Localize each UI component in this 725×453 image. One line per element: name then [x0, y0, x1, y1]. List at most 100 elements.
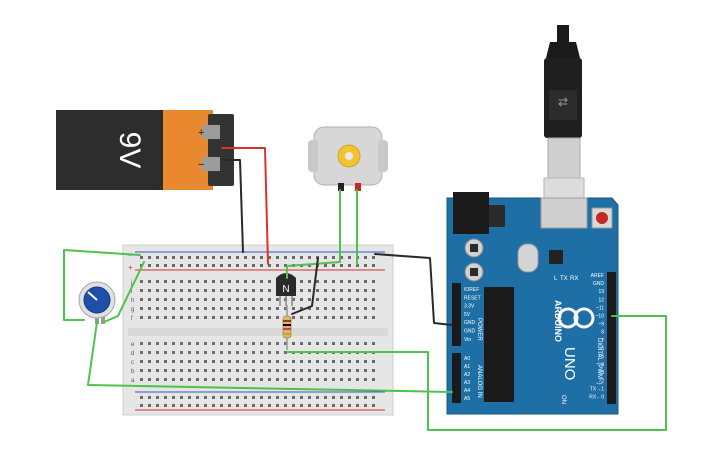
breadboard-hole[interactable]: [172, 369, 175, 372]
breadboard-hole[interactable]: [156, 396, 159, 399]
breadboard-hole[interactable]: [140, 378, 143, 381]
breadboard-hole[interactable]: [236, 351, 239, 354]
breadboard-hole[interactable]: [364, 256, 367, 259]
breadboard-hole[interactable]: [276, 256, 279, 259]
breadboard-hole[interactable]: [300, 307, 303, 310]
breadboard-hole[interactable]: [156, 351, 159, 354]
breadboard-hole[interactable]: [292, 307, 295, 310]
breadboard-hole[interactable]: [268, 360, 271, 363]
breadboard-hole[interactable]: [148, 351, 151, 354]
breadboard-hole[interactable]: [196, 316, 199, 319]
breadboard-hole[interactable]: [188, 280, 191, 283]
breadboard-hole[interactable]: [356, 298, 359, 301]
breadboard-hole[interactable]: [324, 256, 327, 259]
breadboard-hole[interactable]: [244, 360, 247, 363]
breadboard-hole[interactable]: [156, 289, 159, 292]
breadboard-hole[interactable]: [180, 316, 183, 319]
breadboard-hole[interactable]: [340, 264, 343, 267]
breadboard-hole[interactable]: [372, 369, 375, 372]
breadboard-hole[interactable]: [332, 369, 335, 372]
breadboard-hole[interactable]: [356, 264, 359, 267]
breadboard-hole[interactable]: [268, 256, 271, 259]
breadboard-hole[interactable]: [340, 280, 343, 283]
breadboard-hole[interactable]: [252, 280, 255, 283]
breadboard-hole[interactable]: [316, 369, 319, 372]
breadboard-hole[interactable]: [140, 280, 143, 283]
breadboard-hole[interactable]: [324, 280, 327, 283]
breadboard-hole[interactable]: [180, 280, 183, 283]
breadboard-hole[interactable]: [260, 378, 263, 381]
breadboard-hole[interactable]: [188, 264, 191, 267]
breadboard-hole[interactable]: [236, 360, 239, 363]
breadboard-hole[interactable]: [268, 378, 271, 381]
breadboard-hole[interactable]: [260, 298, 263, 301]
breadboard-hole[interactable]: [332, 256, 335, 259]
breadboard-hole[interactable]: [220, 307, 223, 310]
breadboard-hole[interactable]: [188, 378, 191, 381]
breadboard-hole[interactable]: [172, 342, 175, 345]
breadboard-hole[interactable]: [212, 256, 215, 259]
breadboard-hole[interactable]: [252, 298, 255, 301]
breadboard-hole[interactable]: [228, 280, 231, 283]
breadboard-hole[interactable]: [148, 404, 151, 407]
breadboard-hole[interactable]: [236, 307, 239, 310]
breadboard-hole[interactable]: [164, 298, 167, 301]
breadboard-hole[interactable]: [300, 342, 303, 345]
breadboard-hole[interactable]: [372, 256, 375, 259]
breadboard-hole[interactable]: [164, 289, 167, 292]
breadboard-hole[interactable]: [172, 307, 175, 310]
breadboard-hole[interactable]: [340, 369, 343, 372]
wire-pot-right[interactable]: [103, 261, 145, 323]
breadboard-hole[interactable]: [348, 316, 351, 319]
wire-resistor-to-pin10[interactable]: [286, 315, 667, 431]
breadboard-hole[interactable]: [236, 298, 239, 301]
breadboard-hole[interactable]: [244, 264, 247, 267]
breadboard-hole[interactable]: [300, 289, 303, 292]
breadboard-hole[interactable]: [252, 396, 255, 399]
breadboard-hole[interactable]: [260, 369, 263, 372]
breadboard-hole[interactable]: [268, 369, 271, 372]
breadboard-hole[interactable]: [340, 316, 343, 319]
breadboard-hole[interactable]: [236, 404, 239, 407]
breadboard-hole[interactable]: [212, 378, 215, 381]
breadboard-hole[interactable]: [300, 360, 303, 363]
breadboard-hole[interactable]: [204, 264, 207, 267]
breadboard-hole[interactable]: [260, 316, 263, 319]
breadboard-hole[interactable]: [308, 280, 311, 283]
breadboard-hole[interactable]: [348, 264, 351, 267]
breadboard-hole[interactable]: [252, 351, 255, 354]
breadboard-hole[interactable]: [292, 316, 295, 319]
breadboard-hole[interactable]: [244, 396, 247, 399]
breadboard-hole[interactable]: [156, 378, 159, 381]
breadboard-hole[interactable]: [276, 360, 279, 363]
breadboard-hole[interactable]: [244, 342, 247, 345]
breadboard-hole[interactable]: [356, 289, 359, 292]
breadboard-hole[interactable]: [372, 342, 375, 345]
wire-pot-to-rail-top[interactable]: [63, 249, 141, 321]
breadboard-hole[interactable]: [148, 316, 151, 319]
breadboard-hole[interactable]: [332, 316, 335, 319]
breadboard-hole[interactable]: [188, 351, 191, 354]
breadboard-hole[interactable]: [196, 396, 199, 399]
breadboard-hole[interactable]: [332, 289, 335, 292]
breadboard-hole[interactable]: [364, 404, 367, 407]
breadboard-hole[interactable]: [260, 342, 263, 345]
breadboard-hole[interactable]: [372, 289, 375, 292]
breadboard-hole[interactable]: [332, 264, 335, 267]
breadboard-hole[interactable]: [148, 256, 151, 259]
breadboard-hole[interactable]: [212, 316, 215, 319]
breadboard-hole[interactable]: [228, 378, 231, 381]
breadboard-hole[interactable]: [180, 298, 183, 301]
breadboard-hole[interactable]: [260, 396, 263, 399]
breadboard-hole[interactable]: [340, 404, 343, 407]
breadboard-hole[interactable]: [308, 360, 311, 363]
breadboard-hole[interactable]: [228, 289, 231, 292]
breadboard-hole[interactable]: [196, 289, 199, 292]
breadboard-hole[interactable]: [276, 298, 279, 301]
breadboard-hole[interactable]: [316, 298, 319, 301]
breadboard-hole[interactable]: [364, 316, 367, 319]
breadboard-hole[interactable]: [140, 298, 143, 301]
breadboard-hole[interactable]: [332, 298, 335, 301]
breadboard-hole[interactable]: [156, 369, 159, 372]
breadboard-hole[interactable]: [204, 316, 207, 319]
